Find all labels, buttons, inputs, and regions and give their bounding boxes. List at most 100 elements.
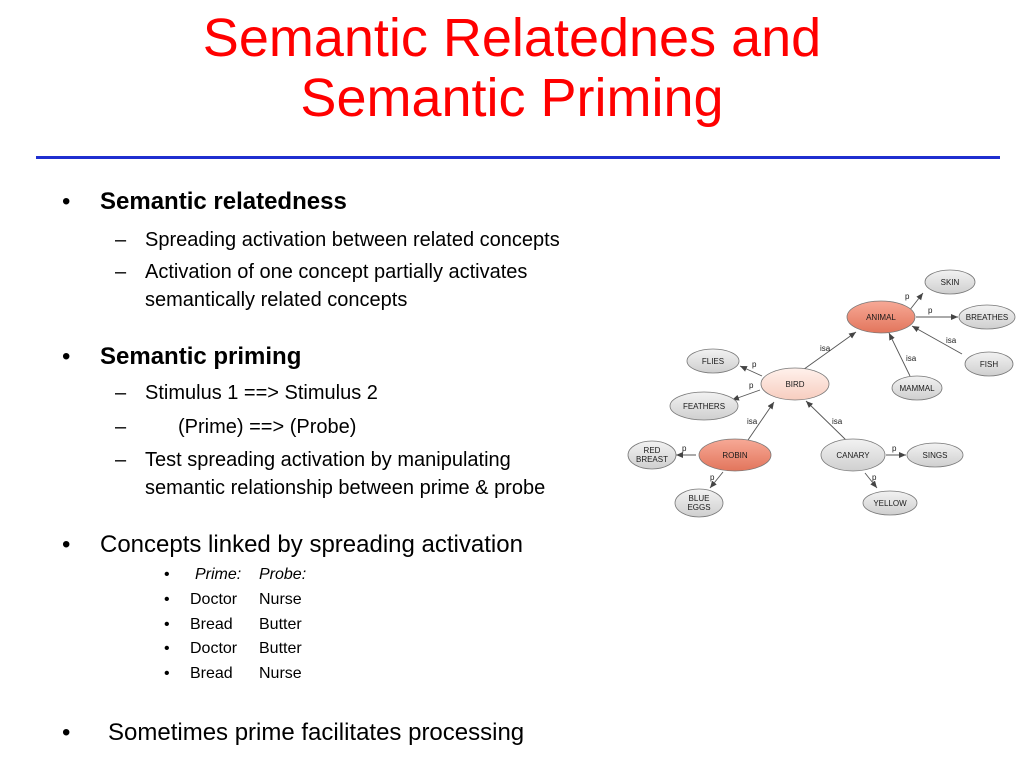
bullet-semantic-priming: • Semantic priming — [62, 343, 301, 371]
edge-label-p: p — [928, 306, 933, 315]
bullet-dot: • — [164, 665, 170, 682]
node-skin — [924, 269, 976, 295]
node-label-breast: BREAST — [636, 455, 668, 464]
node-canary — [820, 438, 886, 472]
node-sings — [906, 442, 964, 468]
node-label-skin: SKIN — [941, 278, 960, 287]
edge-robin-bird — [747, 401, 775, 441]
sub-bullet-stimulus: – Stimulus 1 ==> Stimulus 2 — [115, 379, 378, 407]
edge-mammal-animal — [888, 332, 911, 377]
title-underline — [36, 156, 1000, 159]
node-label-robin: ROBIN — [722, 451, 748, 460]
node-bird — [760, 367, 830, 401]
node-animal — [846, 300, 916, 334]
pair-probe: Nurse — [259, 591, 302, 608]
node-label-animal: ANIMAL — [866, 313, 896, 322]
bullet-heading: Concepts linked by spreading activation — [100, 531, 523, 558]
node-label-canary: CANARY — [836, 451, 870, 460]
bullet-dot: • — [164, 640, 170, 657]
bullet-dot: • — [164, 616, 170, 633]
node-label-yellow: YELLOW — [873, 499, 907, 508]
edge-robin-blueeggs — [709, 471, 724, 489]
node-flies — [686, 348, 740, 374]
sub-bullet-prime-probe: – (Prime) ==> (Probe) — [115, 413, 356, 441]
slide-title-line1: Semantic Relatednes and — [202, 8, 822, 68]
sub-bullet-line: semantic relationship between prime & pr… — [145, 477, 546, 499]
edge-label-isa: isa — [747, 417, 758, 426]
node-yellow — [862, 490, 918, 516]
node-label-blue: BLUE — [689, 494, 710, 503]
dash-glyph: – — [115, 229, 127, 251]
dash-glyph: – — [115, 382, 127, 404]
node-blue-eggs — [674, 488, 724, 518]
pair-probe: Butter — [259, 640, 302, 657]
node-label-flies: FLIES — [702, 357, 724, 366]
node-feathers — [669, 391, 739, 421]
bullet-dot: • — [62, 188, 71, 215]
node-robin — [698, 438, 772, 472]
edge-label-p: p — [710, 473, 715, 482]
edge-canary-yellow — [864, 472, 878, 489]
edge-animal-skin — [908, 292, 924, 312]
bullet-heading: Semantic priming — [100, 343, 302, 370]
node-label-sings: SINGS — [923, 451, 948, 460]
node-label-breathes: BREATHES — [966, 313, 1009, 322]
bullet-dot: • — [164, 591, 170, 608]
edge-label-p: p — [892, 444, 897, 453]
sub-bullet-test: – Test spreading activation by manipulat… — [115, 446, 545, 502]
pair-prime: Bread — [190, 665, 233, 682]
node-label-feathers: FEATHERS — [683, 402, 725, 411]
bullet-heading: Semantic relatedness — [100, 188, 347, 215]
bullet-concepts-linked: • Concepts linked by spreading activatio… — [62, 531, 523, 559]
sub-bullet-activation: – Activation of one concept partially ac… — [115, 258, 527, 314]
node-label-bird: BIRD — [785, 380, 804, 389]
pair-prime: Doctor — [190, 591, 238, 608]
edge-label-p: p — [752, 360, 757, 369]
prime-header: Prime: — [195, 566, 242, 583]
bullet-prime-facilitates: • Sometimes prime facilitates processing — [62, 719, 524, 747]
sub-bullet-line: Activation of one concept partially acti… — [145, 261, 528, 283]
sub-bullet-text: Spreading activation between related con… — [145, 229, 560, 251]
edge-canary-bird — [805, 400, 847, 441]
edge-label-isa: isa — [832, 417, 843, 426]
slide-title: Semantic Relatednes and Semantic Priming — [0, 8, 1024, 128]
edge-label-isa: isa — [946, 336, 957, 345]
edge-label-p: p — [905, 292, 910, 301]
edge-label-isa: isa — [906, 354, 917, 363]
sub-bullet-text: (Prime) ==> (Probe) — [178, 416, 357, 438]
pair-prime: Doctor — [190, 640, 238, 657]
dash-glyph: – — [115, 261, 127, 283]
edge-bird-animal — [799, 331, 857, 373]
node-breathes — [958, 304, 1016, 330]
sub-bullet-spreading: – Spreading activation between related c… — [115, 226, 560, 254]
pair-probe: Butter — [259, 616, 302, 633]
bullet-dot: • — [62, 531, 71, 558]
edge-label-p: p — [749, 381, 754, 390]
dash-glyph: – — [115, 449, 127, 471]
bullet-heading: Sometimes prime facilitates processing — [108, 719, 525, 746]
sub-bullet-text: Test spreading activation by manipulatin… — [145, 446, 545, 502]
sub-bullet-line: semantically related concepts — [145, 289, 408, 311]
edge-bird-flies — [739, 365, 763, 377]
semantic-network-diagram: p p isa isa isa p p isa isa p p p p — [622, 258, 1020, 540]
node-red-breast — [627, 440, 677, 470]
sub-bullet-line: Test spreading activation by manipulatin… — [145, 449, 511, 471]
sub-bullet-text: Activation of one concept partially acti… — [145, 258, 527, 314]
node-label-eggs: EGGS — [687, 503, 710, 512]
dash-glyph: – — [115, 416, 127, 438]
node-fish — [964, 351, 1014, 377]
node-label-fish: FISH — [980, 360, 998, 369]
pair-prime: Bread — [190, 616, 233, 633]
edge-label-p: p — [872, 473, 877, 482]
node-label-mammal: MAMMAL — [899, 384, 935, 393]
edge-label-isa: isa — [820, 344, 831, 353]
edge-label-p: p — [682, 444, 687, 453]
node-mammal — [891, 375, 943, 401]
probe-header: Probe: — [259, 566, 307, 583]
edge-bird-feathers — [731, 389, 761, 401]
bullet-semantic-relatedness: • Semantic relatedness — [62, 188, 347, 216]
edge-fish-animal — [911, 325, 963, 355]
slide-title-line2: Semantic Priming — [300, 68, 724, 128]
bullet-dot: • — [62, 719, 71, 746]
sub-bullet-text: Stimulus 1 ==> Stimulus 2 — [145, 382, 378, 404]
